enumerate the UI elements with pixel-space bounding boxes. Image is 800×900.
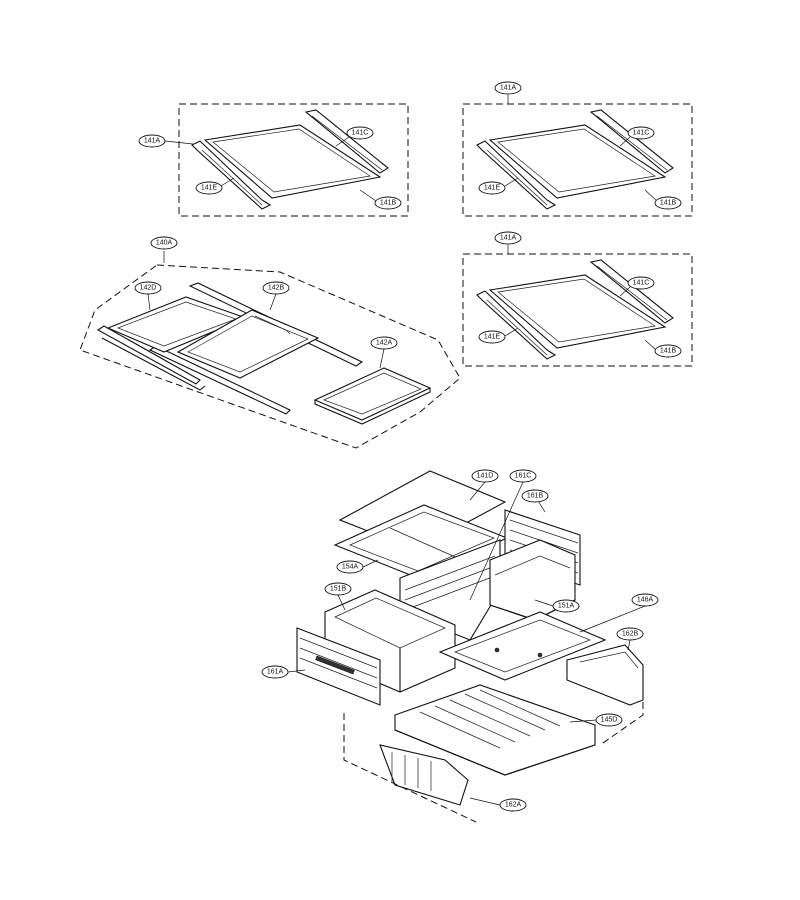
shelf-frame — [488, 124, 667, 199]
label-161B: 161B — [521, 489, 549, 503]
svg-text:151B: 151B — [330, 586, 347, 593]
svg-text:154A: 154A — [342, 564, 359, 571]
part-labels: 141A 141C 141E 141B 141A 141C 141E 141B … — [134, 81, 682, 812]
svg-text:141C: 141C — [633, 280, 650, 287]
label-141B: 141B — [374, 196, 402, 210]
label-145D: 145D — [595, 713, 623, 727]
svg-text:141E: 141E — [484, 334, 501, 341]
rail-front-left — [96, 325, 201, 385]
svg-text:145D: 145D — [601, 717, 618, 724]
label-142A: 142A — [370, 336, 398, 350]
shelf-frame-142A — [313, 367, 432, 421]
side-rail-left — [191, 140, 272, 210]
svg-text:141E: 141E — [201, 185, 218, 192]
label-140A: 140A — [150, 236, 178, 250]
side-rail-left — [476, 290, 557, 360]
label-142D: 142D — [134, 281, 162, 295]
cover-162B — [566, 644, 644, 706]
side-rail-right — [589, 259, 674, 324]
tray-ribs — [419, 689, 561, 749]
label-142B: 142B — [262, 281, 290, 295]
svg-text:141B: 141B — [660, 348, 677, 355]
label-141B: 141B — [654, 344, 682, 358]
svg-text:141D: 141D — [477, 473, 494, 480]
label-141E: 141E — [478, 330, 506, 344]
label-151B: 151B — [324, 582, 352, 596]
label-154A: 154A — [336, 560, 364, 574]
cover-162A — [379, 744, 469, 806]
group-box-top-right — [462, 103, 693, 217]
svg-text:141B: 141B — [660, 200, 677, 207]
label-141B: 141B — [654, 196, 682, 210]
svg-text:161C: 161C — [515, 473, 532, 480]
label-141E: 141E — [195, 181, 223, 195]
group-box-top-left — [178, 103, 409, 217]
side-rail-right — [589, 109, 674, 174]
svg-text:141C: 141C — [633, 130, 650, 137]
side-rail-left — [476, 140, 557, 210]
shelf-assembly-top-left — [178, 103, 409, 217]
label-141A: 141A — [494, 231, 522, 245]
svg-text:141A: 141A — [500, 85, 517, 92]
leader-lines — [147, 95, 658, 806]
svg-text:141B: 141B — [380, 200, 397, 207]
side-rail-right — [304, 109, 389, 174]
label-151A: 151A — [552, 599, 580, 613]
label-141C: 141C — [346, 126, 374, 140]
svg-text:142D: 142D — [140, 285, 157, 292]
svg-text:161A: 161A — [267, 669, 284, 676]
shelf-glass-142B — [176, 309, 320, 379]
label-141C: 141C — [627, 126, 655, 140]
svg-text:162B: 162B — [622, 631, 639, 638]
label-161C: 161C — [509, 469, 537, 483]
svg-text:146A: 146A — [637, 597, 654, 604]
label-141D: 141D — [471, 469, 499, 483]
shelf-frame — [203, 124, 382, 199]
label-141A: 141A — [494, 81, 522, 95]
svg-text:142B: 142B — [268, 285, 285, 292]
svg-text:141A: 141A — [144, 138, 161, 145]
group-box-middle-right — [462, 253, 693, 367]
label-141E: 141E — [478, 181, 506, 195]
label-162B: 162B — [616, 627, 644, 641]
label-141A: 141A — [138, 134, 166, 148]
tray-146A — [438, 611, 607, 681]
label-146A: 146A — [631, 593, 659, 607]
svg-text:162A: 162A — [505, 802, 522, 809]
svg-text:141A: 141A — [500, 235, 517, 242]
shelf-assembly-top-right — [462, 103, 693, 217]
svg-text:142A: 142A — [376, 340, 393, 347]
group-bracket-145D — [343, 713, 477, 823]
group-outline-140A — [79, 264, 461, 449]
group-bracket-162B — [599, 680, 644, 746]
svg-text:140A: 140A — [156, 240, 173, 247]
svg-text:141C: 141C — [352, 130, 369, 137]
shelf-frame — [488, 274, 667, 349]
crisper-drawer-assembly — [296, 470, 644, 823]
svg-text:161B: 161B — [527, 493, 544, 500]
label-161A: 161A — [261, 665, 289, 679]
label-141C: 141C — [627, 276, 655, 290]
shelf-assembly-middle-right — [462, 253, 693, 367]
label-162A: 162A — [499, 798, 527, 812]
svg-text:151A: 151A — [558, 603, 575, 610]
svg-text:141E: 141E — [484, 185, 501, 192]
folding-shelf-assembly — [79, 264, 461, 449]
